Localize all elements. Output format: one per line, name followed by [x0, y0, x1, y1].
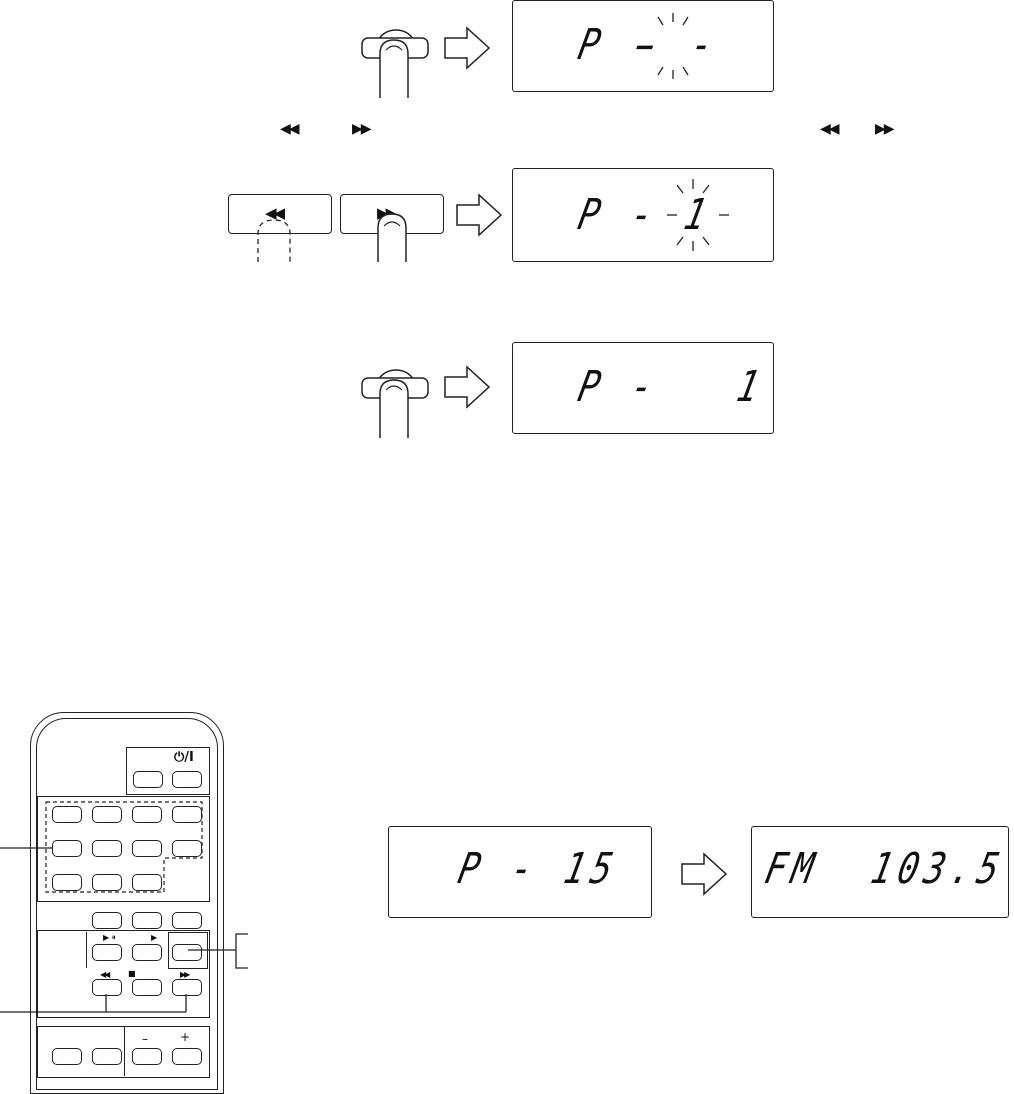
remote-function-button[interactable] — [133, 771, 163, 788]
play-pause-button[interactable] — [92, 944, 122, 961]
bottom-button-2[interactable] — [92, 1048, 122, 1065]
memory-button-press-icon — [361, 29, 429, 98]
display-station: FM 103.5 — [751, 826, 1010, 918]
play-label: ▶ — [151, 933, 158, 942]
number-button-5[interactable] — [52, 840, 82, 857]
remote-next-button[interactable] — [172, 979, 202, 996]
volume-down-button[interactable] — [132, 1048, 162, 1065]
blink-rays-icon — [667, 179, 729, 251]
prev-button-label: ◀◀ — [265, 204, 285, 222]
prev-label: ◀◀ — [100, 970, 110, 979]
prev-symbol: ◀◀ — [280, 121, 299, 137]
display-preset: P - 15 — [388, 826, 652, 918]
keypad-dashed-outline — [45, 801, 203, 893]
minus-label: – — [142, 1032, 148, 1046]
dashed-finger-icon — [257, 219, 291, 262]
number-button-2[interactable] — [92, 806, 122, 823]
arrow-right-icon-3 — [444, 365, 491, 409]
blink-rays-icon — [657, 13, 689, 79]
power-panel — [126, 747, 210, 795]
finger-press-icon — [377, 213, 407, 262]
display-text: P - — [573, 190, 664, 240]
transport-group-box — [86, 932, 209, 968]
next-label: ▶▶ — [180, 970, 190, 979]
display-preset-text: P - 15 — [453, 844, 624, 894]
remote-power-button[interactable] — [172, 771, 202, 788]
number-button-7[interactable] — [132, 840, 162, 857]
play-pause-label: ▶ ⏸ — [103, 933, 116, 942]
volume-up-button[interactable] — [172, 1048, 202, 1065]
arrow-right-icon-4 — [681, 852, 728, 896]
display-step2: P - 1 — [512, 168, 774, 262]
function-button-1[interactable] — [92, 912, 122, 929]
plus-label: + — [180, 1030, 191, 1044]
number-button-1[interactable] — [52, 806, 82, 823]
prev-button[interactable]: ◀◀ — [228, 194, 332, 234]
volume-divider — [124, 1026, 125, 1076]
function-button-3[interactable] — [172, 912, 202, 929]
next-symbol: ▶▶ — [352, 121, 371, 137]
number-button-3[interactable] — [132, 806, 162, 823]
skip-callout-line — [0, 994, 187, 1013]
number-button-9[interactable] — [52, 874, 82, 891]
arrow-right-icon — [444, 26, 491, 70]
display-station-text: FM 103.5 — [760, 844, 1010, 894]
stop-label: ■ — [128, 969, 136, 978]
keypad-callout-line — [0, 847, 52, 849]
memory-button[interactable] — [172, 944, 202, 961]
display-text: P - 1 — [573, 362, 770, 412]
bottom-button-1[interactable] — [52, 1048, 82, 1065]
remote-stop-button[interactable] — [132, 979, 162, 996]
power-label: ⏻/I — [174, 750, 194, 765]
function-button-2[interactable] — [132, 912, 162, 929]
play-button[interactable] — [132, 944, 162, 961]
number-button-8[interactable] — [172, 840, 202, 857]
number-button-6[interactable] — [92, 840, 122, 857]
prev-symbol-2: ◀◀ — [820, 121, 839, 137]
remote-prev-button[interactable] — [92, 979, 122, 996]
number-button-plus10[interactable] — [132, 874, 162, 891]
display-step3: P - 1 — [512, 342, 774, 434]
keypad-panel — [37, 796, 210, 902]
display-step1: P - - - — [512, 0, 774, 92]
next-symbol-2: ▶▶ — [875, 121, 894, 137]
transport-panel — [37, 930, 210, 1018]
number-button-4[interactable] — [172, 806, 202, 823]
memory-callout-bracket — [188, 933, 248, 969]
number-button-10[interactable] — [92, 874, 122, 891]
arrow-right-icon-2 — [456, 193, 503, 237]
memory-button-press-icon-2 — [361, 369, 429, 438]
